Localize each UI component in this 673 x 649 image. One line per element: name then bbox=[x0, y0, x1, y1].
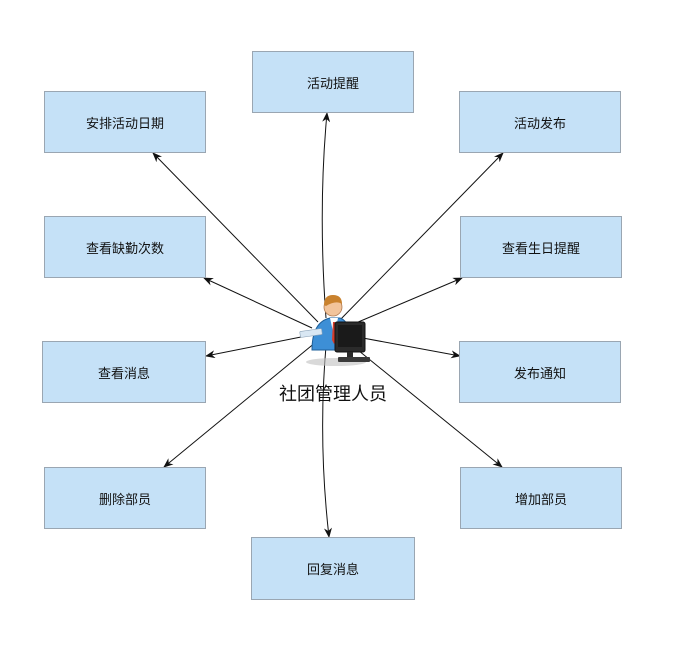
user-at-computer-icon bbox=[299, 295, 370, 366]
node-publish[interactable]: 活动发布 bbox=[459, 91, 621, 153]
edge-to-birthday bbox=[343, 277, 463, 329]
edge-to-publish bbox=[337, 152, 504, 323]
node-delete-member[interactable]: 删除部员 bbox=[44, 467, 206, 529]
edge-to-view-msg bbox=[205, 335, 307, 359]
edge-to-schedule bbox=[152, 152, 319, 323]
node-notice[interactable]: 发布通知 bbox=[459, 341, 621, 403]
edge-to-add-member bbox=[347, 341, 503, 468]
node-add-member[interactable]: 增加部员 bbox=[460, 467, 622, 529]
node-absence[interactable]: 查看缺勤次数 bbox=[44, 216, 206, 278]
node-birthday[interactable]: 查看生日提醒 bbox=[460, 216, 622, 278]
edge-to-delete-member bbox=[163, 341, 317, 468]
edge-to-remind bbox=[321, 112, 331, 319]
edge-to-absence bbox=[203, 277, 313, 329]
actor-label: 社团管理人员 bbox=[279, 384, 387, 405]
node-view-msg[interactable]: 查看消息 bbox=[42, 341, 206, 403]
node-remind[interactable]: 活动提醒 bbox=[252, 51, 414, 113]
edge-to-reply-msg bbox=[322, 345, 332, 538]
edge-to-notice bbox=[351, 335, 461, 359]
node-schedule[interactable]: 安排活动日期 bbox=[44, 91, 206, 153]
edges bbox=[152, 112, 504, 538]
node-reply-msg[interactable]: 回复消息 bbox=[251, 537, 415, 600]
